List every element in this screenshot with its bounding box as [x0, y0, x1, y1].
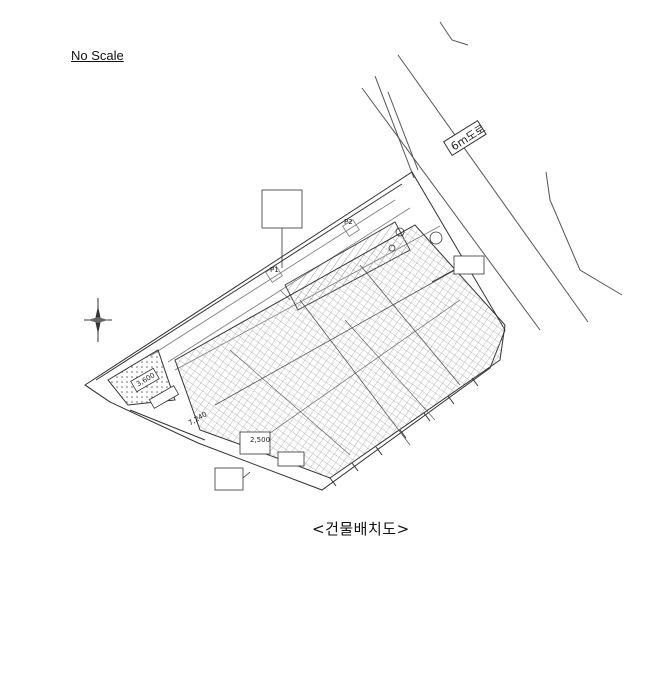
- annotations: [130, 189, 485, 491]
- main-building: [174, 224, 506, 479]
- dim-label-1: 2,500: [250, 436, 270, 444]
- north-arrow-icon: [84, 298, 112, 342]
- utility-circles: [388, 227, 443, 252]
- pin-label-2: P2: [344, 218, 353, 226]
- road-lines: [361, 21, 623, 331]
- wall-ticks: [329, 377, 479, 487]
- pin-label-1: P1: [270, 266, 279, 274]
- site-boundary: [84, 171, 506, 491]
- scale-note: No Scale: [71, 48, 124, 63]
- drawing-caption: <건물배치도>: [312, 520, 410, 538]
